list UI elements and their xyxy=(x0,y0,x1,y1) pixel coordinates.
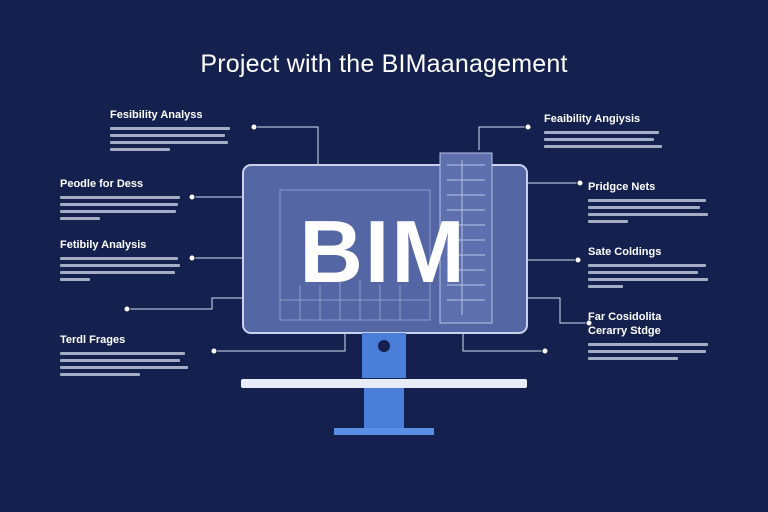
connector-6 xyxy=(478,126,528,150)
text-block-pridgce: Pridgce Nets xyxy=(588,180,710,223)
connector-dot xyxy=(188,193,196,201)
building-drawing xyxy=(439,152,493,324)
monitor-screen-text: BIM xyxy=(299,202,466,301)
connector-dot xyxy=(574,256,582,264)
webcam-icon xyxy=(378,340,390,352)
connector-dot xyxy=(585,319,593,327)
connector-dot xyxy=(123,305,131,313)
text-block-consolidation: Far Cosidolita Cerarry Stdge xyxy=(588,310,710,360)
connector-dots xyxy=(123,123,593,355)
connector-dot xyxy=(250,123,258,131)
text-block-feasibility-right: Feaibility Angiysis xyxy=(544,112,664,148)
block-heading: Far Cosidolita Cerarry Stdge xyxy=(588,311,662,337)
text-block-feasibility-left: Fesibility Analyss xyxy=(110,108,240,151)
connector-dot xyxy=(188,254,196,262)
monitor-neck xyxy=(362,333,406,378)
placeholder-text xyxy=(60,196,185,220)
connector-dot xyxy=(524,123,532,131)
placeholder-text xyxy=(588,264,710,288)
text-block-people: Peodle for Dess xyxy=(60,177,185,220)
block-heading: Fesibility Analyss xyxy=(110,109,203,121)
block-heading: Pridgce Nets xyxy=(588,181,656,193)
connector-1 xyxy=(254,126,319,165)
blueprint-lines xyxy=(279,189,431,321)
placeholder-text xyxy=(544,131,664,148)
placeholder-text xyxy=(588,199,710,223)
connector-dot xyxy=(576,179,584,187)
connector-lines xyxy=(127,126,589,352)
connector-4 xyxy=(127,297,243,310)
block-heading: Fetibily Analysis xyxy=(60,239,147,251)
monitor-stand-base xyxy=(334,428,434,435)
page-title: Project with the BIMaanagement xyxy=(200,50,568,78)
placeholder-text xyxy=(588,343,710,360)
connector-dot xyxy=(541,347,549,355)
monitor-bezel-bar xyxy=(241,379,527,388)
text-block-terdl: Terdl Frages xyxy=(60,333,190,376)
block-heading: Peodle for Dess xyxy=(60,178,144,190)
block-heading: Terdl Frages xyxy=(60,334,126,346)
placeholder-text xyxy=(60,257,185,281)
connector-9 xyxy=(527,297,589,324)
connector-dot xyxy=(210,347,218,355)
monitor-stand-column xyxy=(364,388,404,428)
connector-10 xyxy=(462,333,545,352)
connector-5 xyxy=(214,333,346,352)
placeholder-text xyxy=(60,352,190,376)
block-heading: Feaibility Angiysis xyxy=(544,113,641,125)
text-block-sate: Sate Coldings xyxy=(588,245,710,288)
block-heading: Sate Coldings xyxy=(588,246,662,258)
placeholder-text xyxy=(110,127,240,151)
text-block-feasibility-mid: Fetibily Analysis xyxy=(60,238,185,281)
